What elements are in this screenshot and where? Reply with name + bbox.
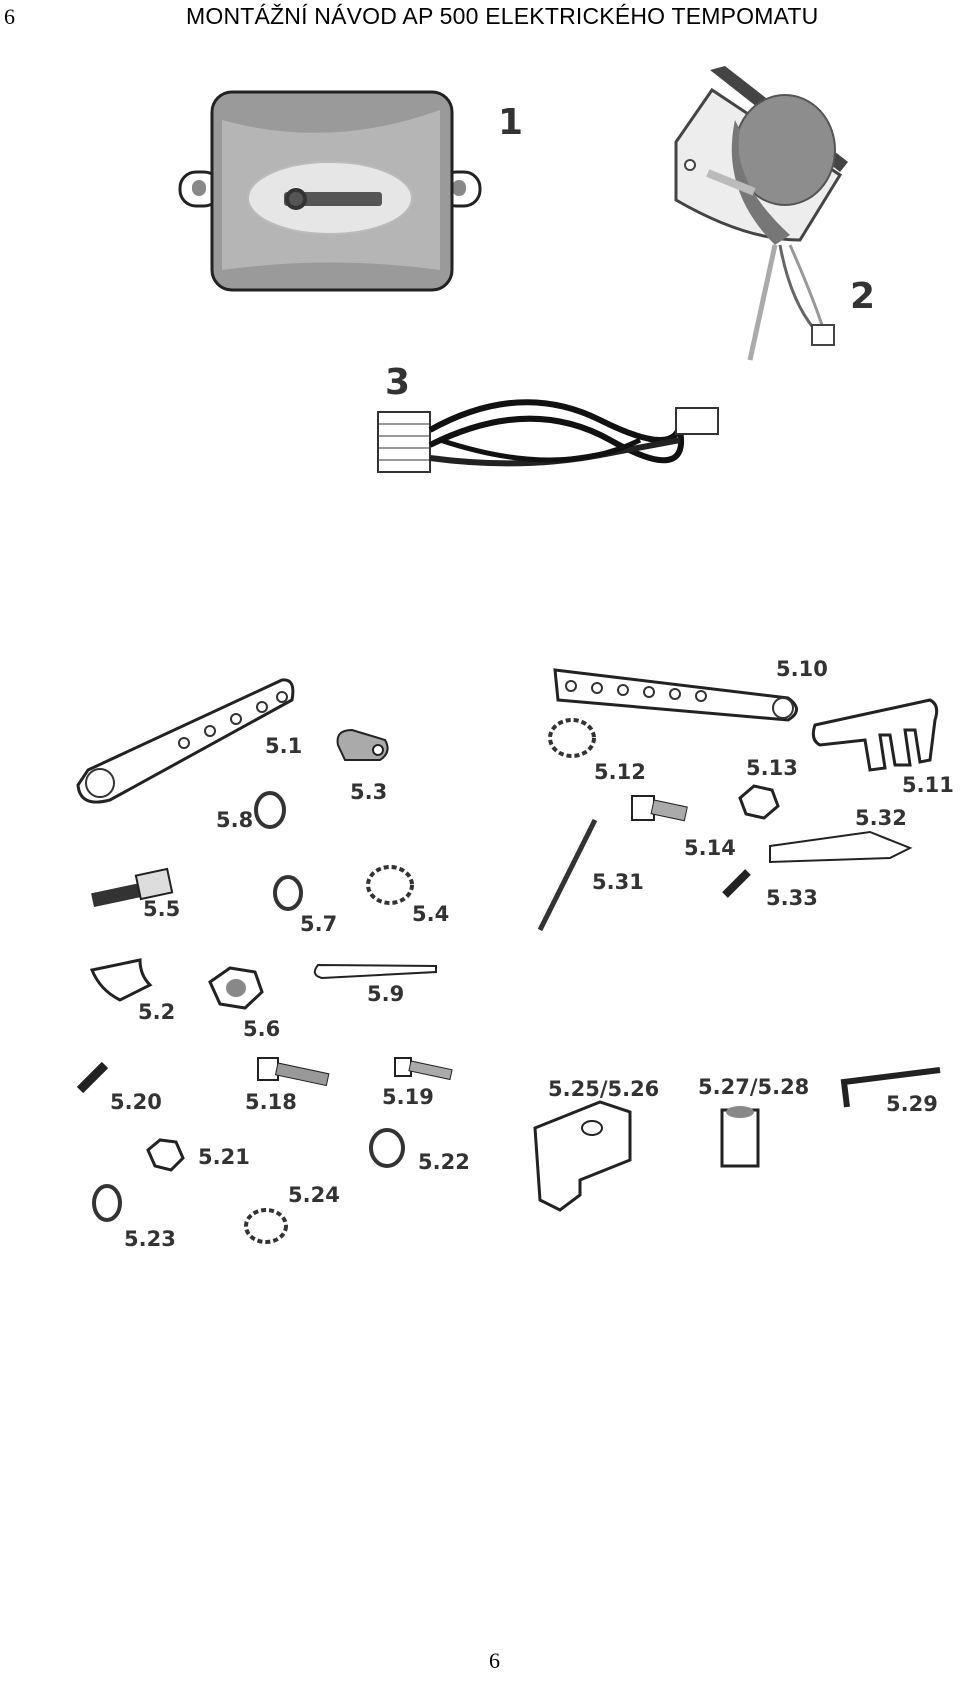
part-5-3-image xyxy=(336,728,389,761)
part-5-9-image xyxy=(313,963,437,980)
label-part-1: 1 xyxy=(498,102,524,143)
label-part-2: 2 xyxy=(850,276,876,317)
label-5-14: 5.14 xyxy=(684,836,736,860)
part-5-25-5-26-image xyxy=(533,1100,632,1212)
label-5-25-5-26: 5.25/5.26 xyxy=(548,1077,660,1101)
label-5-11: 5.11 xyxy=(902,773,954,797)
label-5-24: 5.24 xyxy=(288,1183,340,1207)
label-5-33: 5.33 xyxy=(766,886,818,910)
control-unit-image xyxy=(178,90,482,292)
label-5-29: 5.29 xyxy=(886,1092,938,1116)
label-5-12: 5.12 xyxy=(594,760,646,784)
label-5-8: 5.8 xyxy=(216,808,254,832)
label-5-21: 5.21 xyxy=(198,1145,250,1169)
label-5-31: 5.31 xyxy=(592,870,644,894)
part-5-6-image xyxy=(208,966,264,1010)
label-5-1: 5.1 xyxy=(265,734,303,758)
part-5-5-image xyxy=(91,867,174,908)
part-5-10-image xyxy=(553,668,798,722)
label-5-10: 5.10 xyxy=(776,657,828,681)
label-5-2: 5.2 xyxy=(138,1000,176,1024)
part-5-1-image xyxy=(76,678,295,804)
part-5-7-image xyxy=(273,875,303,911)
wiring-harness-image xyxy=(377,399,719,473)
part-5-32-image xyxy=(769,830,913,864)
part-5-24-image xyxy=(244,1208,288,1244)
part-5-18-image xyxy=(257,1057,330,1087)
part-5-23-image xyxy=(92,1184,122,1222)
label-5-5: 5.5 xyxy=(143,897,181,921)
label-5-32: 5.32 xyxy=(855,806,907,830)
part-5-27-5-28-image xyxy=(720,1106,760,1168)
part-5-2-image xyxy=(89,958,153,1002)
label-5-6: 5.6 xyxy=(243,1017,281,1041)
label-5-7: 5.7 xyxy=(300,912,338,936)
label-5-19: 5.19 xyxy=(382,1085,434,1109)
part-5-19-image xyxy=(394,1057,453,1081)
part-5-33-image xyxy=(722,869,751,898)
part-5-14-image xyxy=(631,795,688,822)
part-5-12-image xyxy=(548,718,596,758)
page-number-bottom: 6 xyxy=(489,1648,500,1673)
part-5-20-image xyxy=(76,1061,109,1094)
page-number-top: 6 xyxy=(4,4,15,29)
actuator-image xyxy=(674,66,848,361)
label-5-3: 5.3 xyxy=(350,780,388,804)
label-5-13: 5.13 xyxy=(746,756,798,780)
label-5-27-5-28: 5.27/5.28 xyxy=(698,1075,810,1099)
part-5-8-image xyxy=(254,791,286,829)
label-5-20: 5.20 xyxy=(110,1090,162,1114)
label-5-23: 5.23 xyxy=(124,1227,176,1251)
label-5-22: 5.22 xyxy=(418,1150,470,1174)
part-5-31-image xyxy=(537,818,598,932)
page-title: MONTÁŽNÍ NÁVOD AP 500 ELEKTRICKÉHO TEMPO… xyxy=(186,3,819,29)
part-5-22-image xyxy=(369,1128,405,1168)
label-5-18: 5.18 xyxy=(245,1090,297,1114)
part-5-29-image xyxy=(840,1067,941,1108)
label-5-9: 5.9 xyxy=(367,982,405,1006)
label-5-4: 5.4 xyxy=(412,902,450,926)
part-5-11-image xyxy=(811,698,939,772)
part-5-4-image xyxy=(366,865,414,905)
label-part-3: 3 xyxy=(385,362,411,403)
part-5-21-image xyxy=(146,1138,185,1172)
part-5-13-image xyxy=(738,784,780,820)
